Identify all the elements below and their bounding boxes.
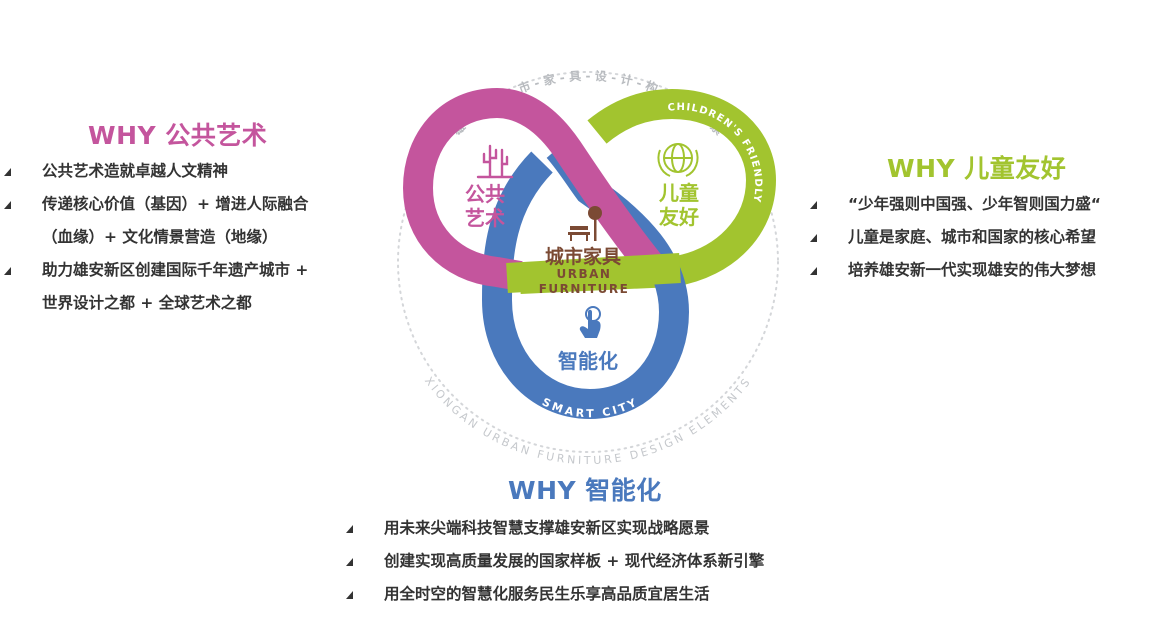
children-globe-icon: [657, 143, 699, 177]
bench-tree-icon: [568, 206, 602, 241]
child-point-3: 培养雄安新一代实现雄安的伟大梦想: [848, 261, 1097, 279]
triangle-bullet-icon: [810, 267, 817, 275]
triangle-bullet-icon: [346, 525, 353, 533]
ring-children-band: [506, 253, 681, 293]
triangle-bullet-icon: [346, 558, 353, 566]
smart-point-1: 用未来尖端科技智慧支撑雄安新区实现战略愿景: [384, 519, 710, 537]
art-point-2: 传递核心价值（基因）+ 增进人际融合: [42, 195, 309, 213]
art-point-1: 公共艺术造就卓越人文精神: [42, 162, 229, 180]
list-item: 培养雄安新一代实现雄安的伟大梦想: [810, 254, 1101, 287]
list-item: 儿童是家庭、城市和国家的核心希望: [810, 221, 1101, 254]
triangle-bullet-icon: [346, 591, 353, 599]
list-item: 用未来尖端科技智慧支撑雄安新区实现战略愿景: [346, 512, 764, 545]
ring-children-overlap: [587, 89, 673, 144]
smart-points: 用未来尖端科技智慧支撑雄安新区实现战略愿景 创建实现高质量发展的国家样板 + 现…: [346, 512, 764, 611]
child-name-1: 儿童: [658, 181, 699, 205]
triangle-bullet-icon: [810, 234, 817, 242]
child-name-2: 友好: [659, 205, 699, 229]
triangle-bullet-icon: [810, 201, 817, 209]
triangle-bullet-icon: [4, 168, 11, 176]
art-title: WHY 公共艺术: [88, 121, 268, 150]
art-name-2: 艺术: [465, 206, 505, 230]
cactus-icon: [476, 144, 514, 179]
art-points: 公共艺术造就卓越人文精神 传递核心价值（基因）+ 增进人际融合 （血缘）+ 文化情…: [4, 155, 308, 320]
art-name-1: 公共: [465, 182, 505, 206]
smart-title: WHY 智能化: [508, 476, 662, 505]
ring-children: [519, 89, 777, 294]
center-cn: 城市家具: [545, 245, 621, 268]
list-item: 公共艺术造就卓越人文精神: [4, 155, 308, 188]
list-item: 传递核心价值（基因）+ 增进人际融合 （血缘）+ 文化情景营造（地缘）: [4, 188, 308, 254]
child-point-2: 儿童是家庭、城市和国家的核心希望: [848, 228, 1097, 246]
smart-name: 智能化: [558, 349, 618, 373]
art-point-3-cont: 世界设计之都 + 全球艺术之都: [42, 294, 252, 312]
center-en-1: URBAN: [557, 267, 612, 281]
list-item: 用全时空的智慧化服务民生乐享高品质宜居生活: [346, 578, 764, 611]
list-item: 助力雄安新区创建国际千年遗产城市 + 世界设计之都 + 全球艺术之都: [4, 254, 308, 320]
child-title: WHY 儿童友好: [887, 154, 1067, 183]
touch-hand-icon: [579, 306, 601, 338]
child-point-1: “少年强则中国强、少年智则国力盛“: [848, 195, 1101, 213]
list-item: “少年强则中国强、少年智则国力盛“: [810, 188, 1101, 221]
child-points: “少年强则中国强、少年智则国力盛“ 儿童是家庭、城市和国家的核心希望 培养雄安新…: [810, 188, 1101, 287]
art-point-2-cont: （血缘）+ 文化情景营造（地缘）: [42, 228, 278, 246]
outer-dotted-circle: [397, 71, 779, 453]
bottom-arc-text: XIONGAN URBAN FURNITURE DESIGN ELEMENTS: [422, 375, 754, 468]
smart-point-3: 用全时空的智慧化服务民生乐享高品质宜居生活: [384, 585, 710, 603]
center-en-2: FURNITURE: [539, 282, 630, 296]
smart-point-2: 创建实现高质量发展的国家样板 + 现代经济体系新引擎: [384, 552, 765, 570]
list-item: 创建实现高质量发展的国家样板 + 现代经济体系新引擎: [346, 545, 764, 578]
triangle-bullet-icon: [4, 267, 11, 275]
art-point-3: 助力雄安新区创建国际千年遗产城市 +: [42, 261, 309, 279]
triangle-bullet-icon: [4, 201, 11, 209]
ring-art: [402, 87, 668, 291]
